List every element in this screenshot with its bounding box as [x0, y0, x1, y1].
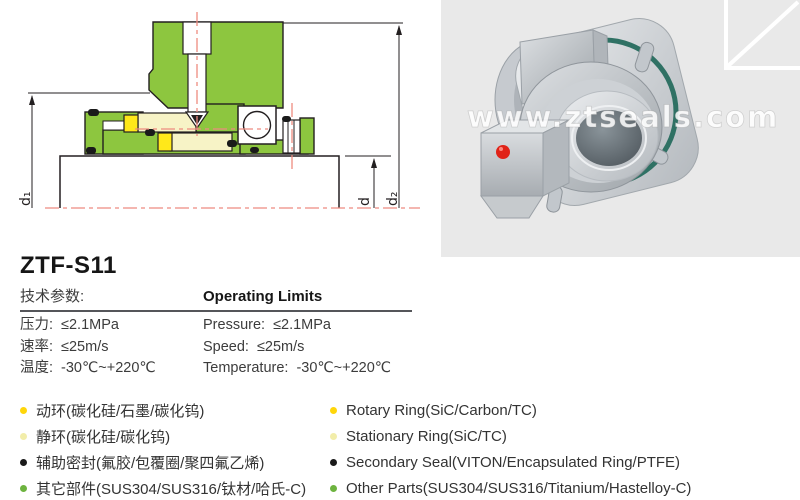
bullet-other-en [330, 484, 337, 492]
material-cn-secondary: 辅助密封(氟胶/包覆圈/聚四氟乙烯) [36, 454, 265, 472]
operating-limits-table: 技术参数: Operating Limits 压力: ≤2.1MPa Pressu… [20, 285, 412, 380]
bore-hole [576, 110, 642, 166]
seal-cross-section-diagram: d₁ d d₂ [18, 12, 420, 209]
bullet-rotary-cn [20, 406, 27, 414]
dim-label-d2: d₂ [385, 192, 401, 207]
bullet-stationary-cn [20, 432, 27, 440]
bullet-stationary-en [330, 432, 337, 440]
bullet-other-cn [20, 484, 27, 492]
bullet-secondary-en [330, 458, 337, 466]
en-pressure-label: Pressure: [203, 317, 266, 333]
specs-en-title: Operating Limits [203, 288, 323, 305]
material-en-rotary: Rotary Ring(SiC/Carbon/TC) [346, 401, 537, 419]
bullet-secondary-cn [20, 458, 27, 466]
red-dot [496, 145, 510, 159]
material-en-secondary: Secondary Seal(VITON/Encapsulated Ring/P… [346, 453, 681, 471]
spec-row-temperature: 温度: -30℃~+220℃ Temperature: -30℃~+220℃ [20, 358, 412, 380]
en-speed-label: Speed: [203, 338, 249, 355]
cn-temperature-label: 温度: [20, 360, 54, 376]
mechanical-seal-render [480, 18, 699, 219]
material-row-stationary-ring: 静环(碳化硅/碳化钨) Stationary Ring(SiC/TC) [20, 423, 790, 449]
spec-row-pressure: 压力: ≤2.1MPa Pressure: ≤2.1MPa [20, 315, 412, 337]
centerlines [45, 12, 420, 209]
page-title: ZTF-S11 [20, 252, 117, 279]
gland-block-front [480, 132, 544, 197]
stud-top [634, 41, 655, 73]
watermark-text: www.ztseals.com [467, 100, 779, 134]
material-row-other-parts: 其它部件(SUS304/SUS316/钛材/哈氏-C) Other Parts(… [20, 475, 790, 500]
material-en-stationary: Stationary Ring(SiC/TC) [346, 427, 507, 445]
en-temperature-value: -30℃~+220℃ [296, 360, 392, 376]
seal-rings [102, 112, 233, 152]
dimension-lines: d₁ d d₂ [18, 22, 403, 208]
spring-box [237, 105, 277, 145]
en-pressure-value: ≤2.1MPa [273, 317, 331, 333]
material-cn-other: 其它部件(SUS304/SUS316/钛材/哈氏-C) [36, 480, 307, 498]
material-cn-rotary: 动环(碳化硅/石墨/碳化钨) [36, 402, 205, 420]
shaft [59, 155, 340, 208]
dim-label-d: d [357, 197, 373, 206]
dim-label-d1: d₁ [18, 192, 34, 207]
o-rings [86, 109, 291, 154]
bullet-rotary-en [330, 406, 337, 414]
cn-speed-label: 速率: [20, 338, 54, 355]
cn-speed-value: ≤25m/s [61, 338, 109, 355]
material-cn-stationary: 静环(碳化硅/碳化钨) [36, 428, 171, 446]
specs-divider [20, 310, 412, 312]
material-row-rotary-ring: 动环(碳化硅/石墨/碳化钨) Rotary Ring(SiC/Carbon/TC… [20, 397, 790, 423]
en-temperature-label: Temperature: [203, 360, 289, 376]
material-en-other: Other Parts(SUS304/SUS316/Titanium/Haste… [346, 479, 692, 497]
material-row-secondary-seal: 辅助密封(氟胶/包覆圈/聚四氟乙烯) Secondary Seal(VITON/… [20, 449, 790, 475]
product-photo: www.ztseals.com [441, 0, 800, 257]
corner-fold-icon [724, 0, 800, 70]
cn-temperature-value: -30℃~+220℃ [61, 360, 156, 376]
cn-pressure-label: 压力: [20, 317, 54, 333]
spec-row-speed: 速率: ≤25m/s Speed: ≤25m/s [20, 337, 412, 359]
specs-cn-title: 技术参数: [20, 288, 85, 305]
materials-list: 动环(碳化硅/石墨/碳化钨) Rotary Ring(SiC/Carbon/TC… [20, 397, 790, 500]
gland-block-foot [480, 195, 544, 219]
en-speed-value: ≤25m/s [256, 338, 305, 355]
cn-pressure-value: ≤2.1MPa [61, 317, 119, 333]
